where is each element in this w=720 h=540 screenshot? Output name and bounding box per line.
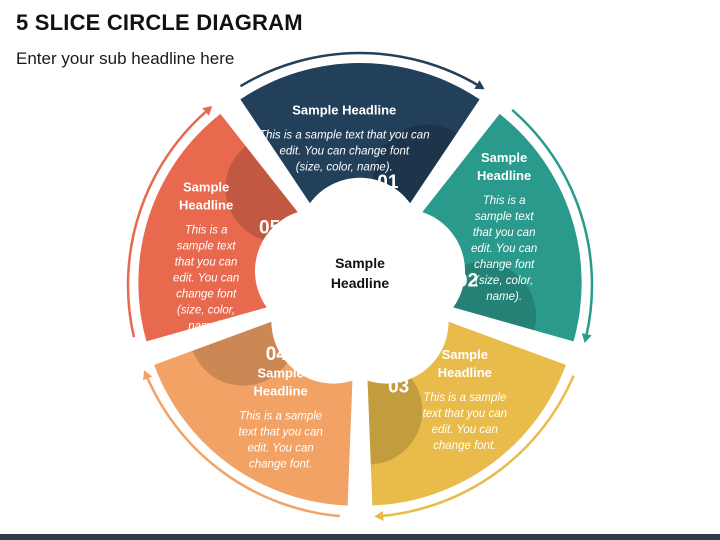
- slice-04-headline: Sample: [258, 365, 304, 380]
- arrowhead-02: [581, 333, 592, 344]
- slice-03-number: 03: [388, 377, 409, 398]
- slice-05-body-line: (size, color,: [177, 305, 235, 317]
- arrow-arc-04: [145, 375, 340, 518]
- slice-01-body-line: This is a sample text that you can: [259, 129, 430, 141]
- slice-04-number: 04: [266, 344, 288, 365]
- slice-04-body-line: text that you can: [238, 426, 322, 438]
- slice-01-headline: Sample Headline: [292, 102, 396, 117]
- page-title: 5 SLICE CIRCLE DIAGRAM: [16, 10, 303, 35]
- slice-04: [154, 321, 353, 506]
- slice-02-body-line: (size, color,: [475, 275, 533, 287]
- slice-03-body-line: change font.: [433, 440, 496, 452]
- slice-01-body-line: edit. You can change font: [279, 145, 409, 157]
- slice-05-headline: Headline: [179, 198, 233, 213]
- slice-03-body-line: This is a sample: [423, 392, 506, 404]
- slice-04-body-line: change font.: [249, 458, 312, 470]
- slice-02-number: 02: [457, 270, 478, 291]
- arrowhead-05: [202, 105, 213, 116]
- arrow-arc-03: [380, 375, 575, 518]
- arrow-arc-05: [126, 108, 209, 338]
- slice-02-body-line: sample text: [475, 211, 535, 223]
- slice-05-body-line: name).: [188, 321, 224, 333]
- slice-04-body-line: This is a sample: [239, 410, 322, 422]
- slice-02-headline: Headline: [477, 168, 531, 183]
- arrowhead-03: [374, 510, 384, 521]
- arrowhead-04: [143, 370, 153, 381]
- slice-05-body-line: sample text: [177, 241, 237, 253]
- slice-03-body-line: text that you can: [423, 408, 507, 420]
- bottom-bar: [0, 534, 720, 540]
- slice-02-body-line: This is a: [483, 195, 526, 207]
- slice-04-body-line: edit. You can: [247, 442, 313, 454]
- slice-02: [422, 113, 582, 342]
- slice-01-body-line: (size, color, name).: [296, 161, 393, 173]
- page-subtitle: Enter your sub headline here: [16, 49, 235, 68]
- slice-02-body-line: name).: [486, 291, 522, 303]
- slice-02-headline: Sample: [481, 150, 527, 165]
- slice-05-body-line: that you can: [175, 257, 238, 269]
- arrow-arc-02: [511, 108, 594, 338]
- slice-02-body-line: edit. You can: [471, 243, 537, 255]
- slice-03: [367, 321, 566, 506]
- arrow-arc-01: [239, 51, 481, 88]
- slice-05-headline: Sample: [183, 180, 229, 195]
- slice-02-body-line: change font: [474, 259, 535, 271]
- slice-05-body-line: change font: [176, 289, 237, 301]
- slice-03-headline: Headline: [438, 365, 492, 380]
- slice-05-body-line: edit. You can: [173, 273, 239, 285]
- arrowhead-01: [474, 80, 485, 90]
- center-headline-line-2: Headline: [331, 275, 390, 291]
- slice-05-body-line: This is a: [185, 225, 228, 237]
- slice-03-body-line: edit. You can: [432, 424, 498, 436]
- slice-02-body-line: that you can: [473, 227, 536, 239]
- slice-01-number: 01: [377, 172, 399, 193]
- slice-03-headline: Sample: [442, 347, 488, 362]
- slice-01: [240, 63, 480, 204]
- slice-04-headline: Headline: [254, 383, 308, 398]
- slice-05-number: 05: [259, 217, 281, 238]
- center-headline-line-1: Sample: [335, 255, 385, 271]
- slice-05: [138, 113, 298, 342]
